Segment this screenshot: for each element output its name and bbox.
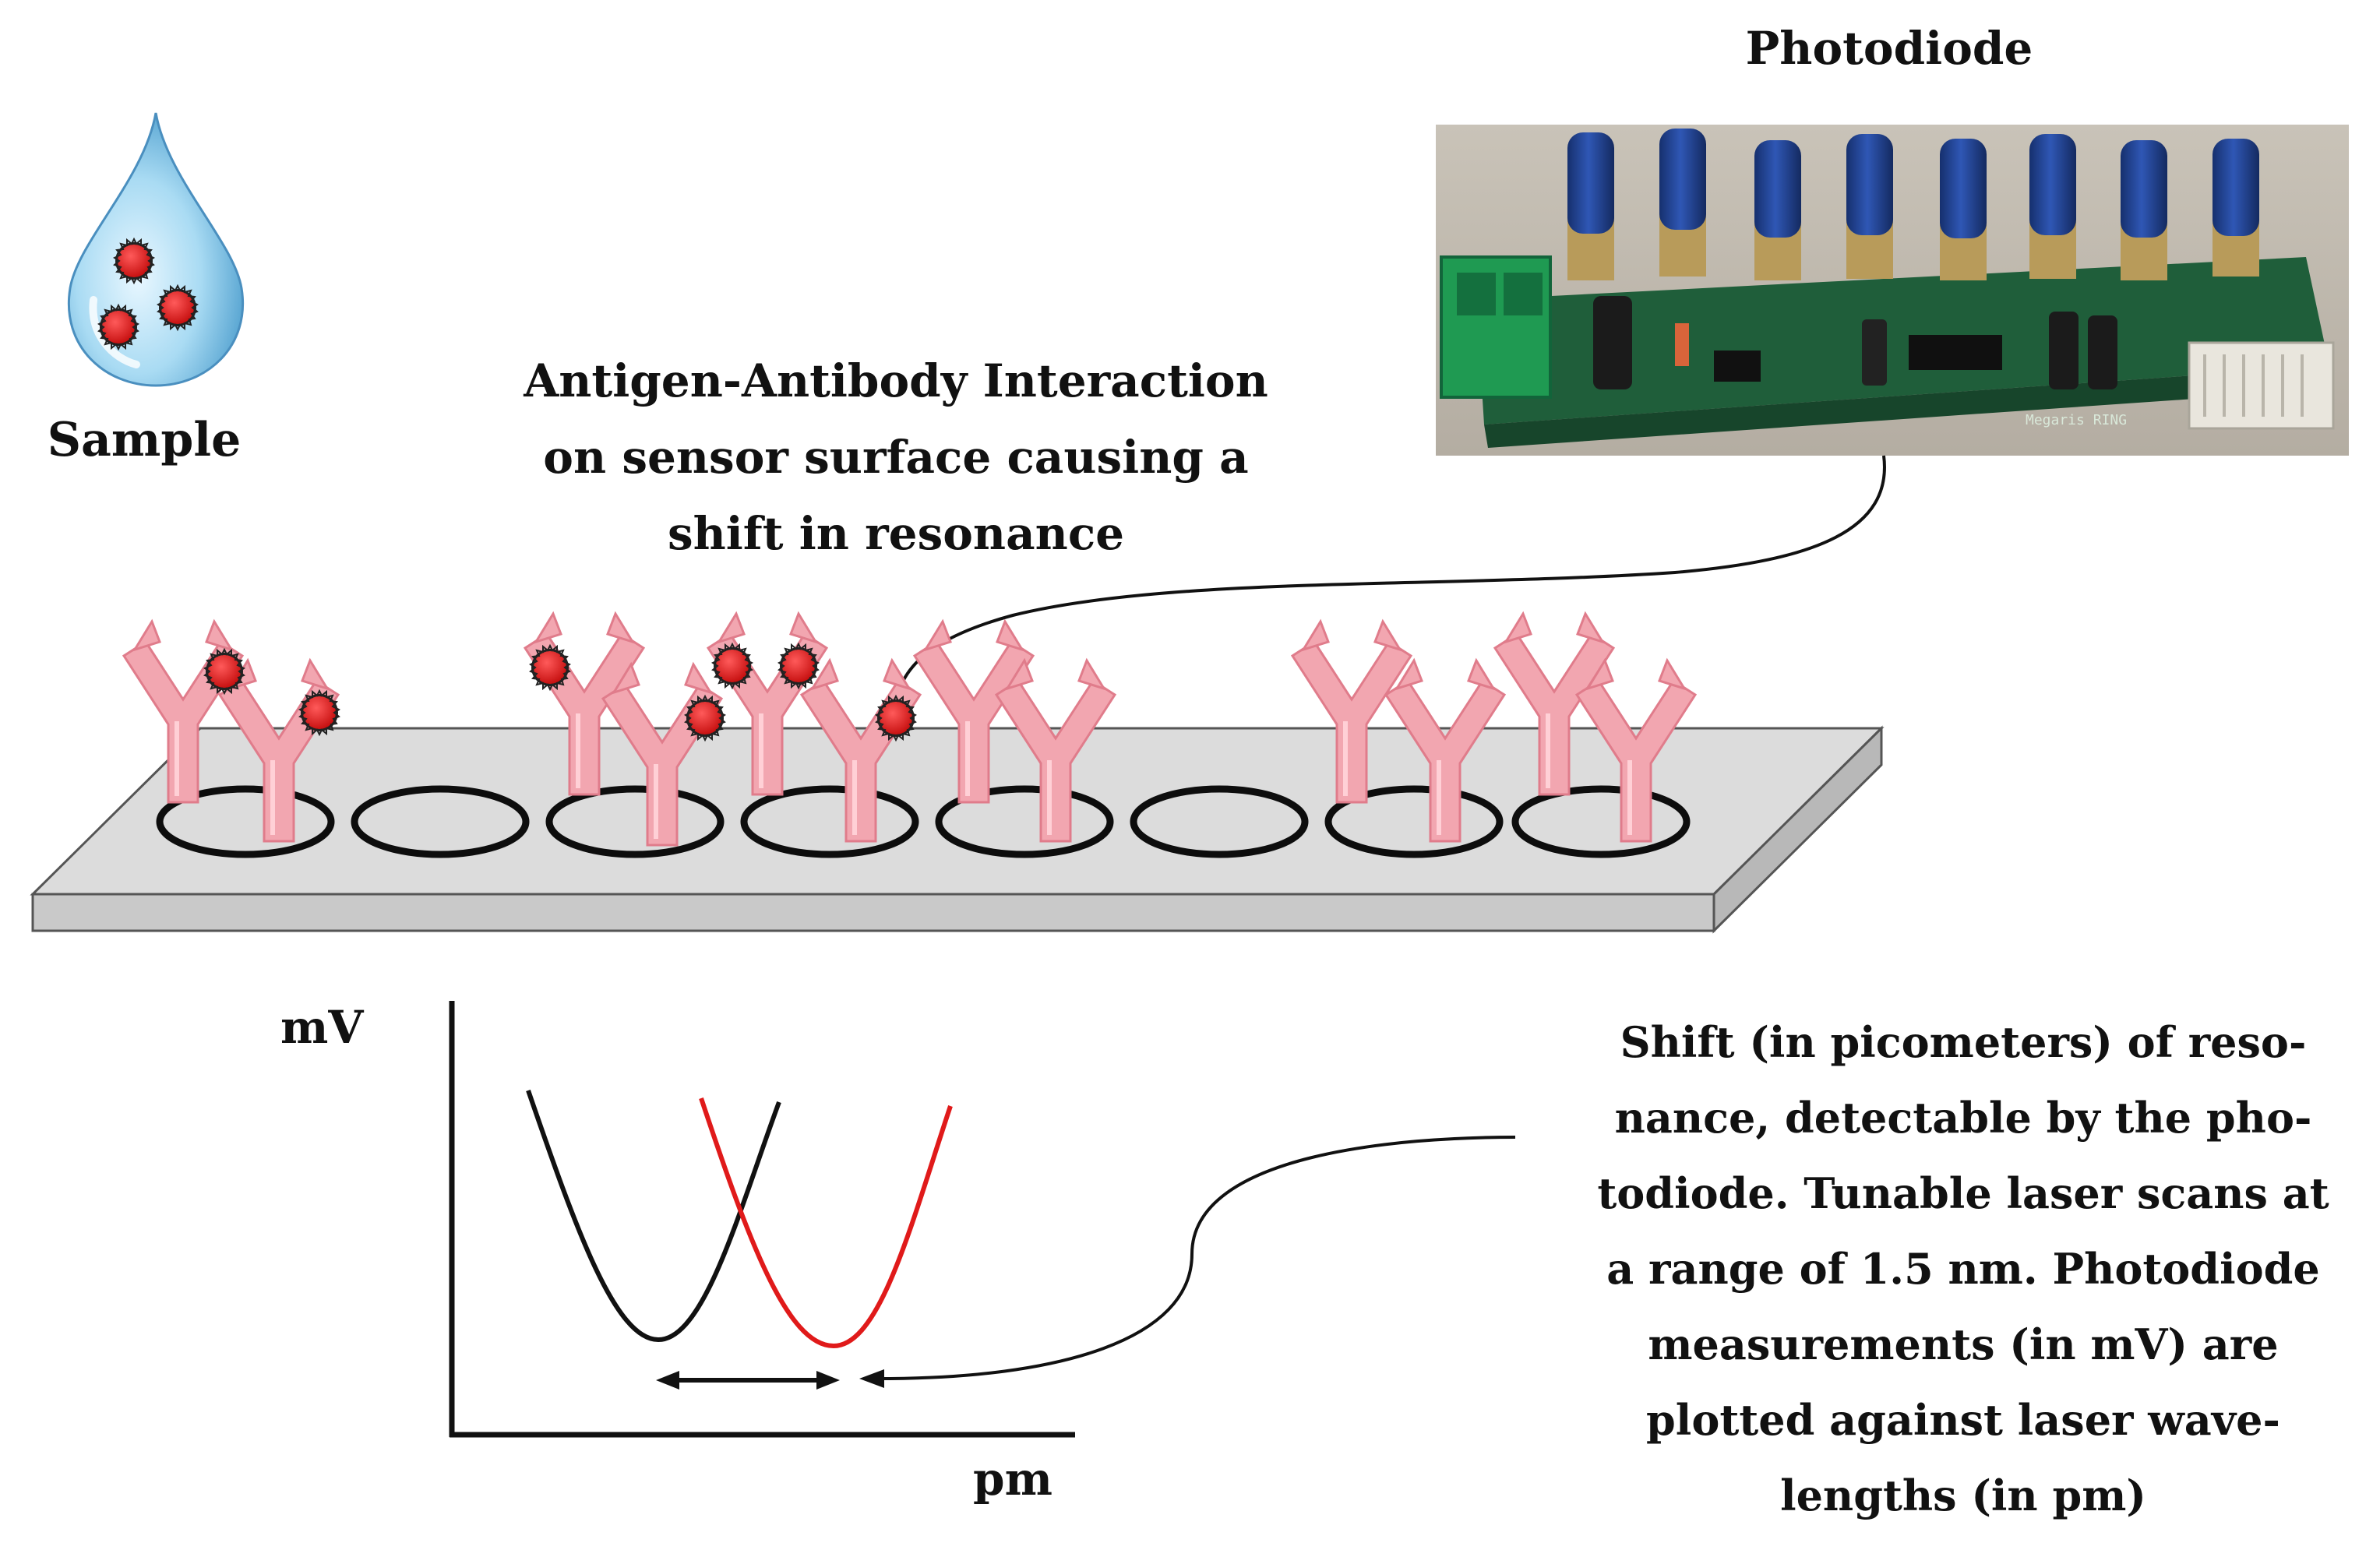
resonance-curve-after — [699, 1097, 953, 1349]
droplet-icon — [68, 112, 244, 387]
y-axis-label: mV — [280, 1001, 364, 1054]
shift-caption-line: measurements (in mV) are — [1648, 1319, 2279, 1369]
shift-caption-line: lengths (in pm) — [1780, 1471, 2146, 1520]
shift-caption: Shift (in picometers) of reso- nance, de… — [1550, 1005, 2376, 1534]
sensor-chip — [30, 725, 1885, 934]
ring-resonator-icon — [1511, 785, 1691, 858]
ring-resonator-icon — [935, 785, 1114, 858]
ring-resonator-icon — [156, 785, 335, 858]
shift-caption-line: todiode. Tunable laser scans at — [1597, 1168, 2329, 1218]
photodiode-label: Photodiode — [1745, 22, 2033, 75]
shift-caption-line: plotted against laser wave- — [1646, 1395, 2280, 1445]
sample-label: Sample — [47, 413, 242, 467]
ring-resonator-icon — [1324, 785, 1504, 858]
interaction-caption-line: shift in resonance — [667, 507, 1125, 560]
ring-resonator-icon — [545, 785, 725, 858]
resonance-plot — [449, 1001, 1075, 1438]
shift-pointer-line — [880, 1136, 1516, 1380]
interaction-caption: Antigen-Antibody Interaction on sensor s… — [460, 343, 1332, 572]
shift-caption-line: nance, detectable by the pho- — [1614, 1093, 2312, 1143]
ring-resonator-row — [156, 785, 1691, 858]
shift-caption-line: Shift (in picometers) of reso- — [1620, 1017, 2307, 1067]
board-silkscreen-text: Megaris RING — [2026, 412, 2127, 428]
ring-resonator-icon — [1130, 785, 1309, 858]
resonance-curve-before — [526, 1090, 781, 1343]
interaction-caption-line: Antigen-Antibody Interaction — [524, 354, 1268, 407]
shift-caption-line: a range of 1.5 nm. Photodiode — [1606, 1244, 2320, 1294]
ring-resonator-icon — [740, 785, 919, 858]
interaction-caption-line: on sensor surface causing a — [543, 431, 1249, 484]
photodiode-board-photo: Megaris RING — [1436, 125, 2349, 456]
x-axis-label: pm — [973, 1453, 1052, 1506]
ring-resonator-icon — [351, 785, 530, 858]
